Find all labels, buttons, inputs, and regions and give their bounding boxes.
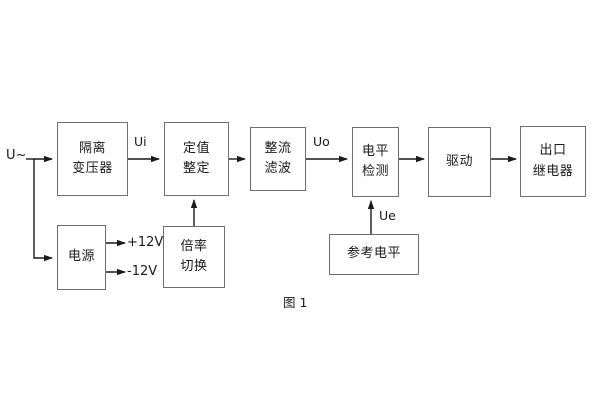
block-isolation-transformer[interactable]: 隔离 变压器 [57, 122, 128, 196]
signal-label-ui: Ui [134, 134, 147, 149]
figure-caption: 图 1 [283, 295, 308, 310]
block-power-supply[interactable]: 电源 [57, 225, 106, 290]
block-multiplier-switch[interactable]: 倍率 切换 [163, 226, 225, 288]
block-line: 继电器 [532, 163, 574, 179]
block-line: 定值 [182, 140, 210, 156]
block-level-detection[interactable]: 电平 检测 [352, 127, 399, 197]
block-line: 驱动 [445, 153, 473, 169]
block-line: 参考电平 [346, 246, 401, 262]
block-line: 整流 [264, 140, 292, 156]
block-reference-level[interactable]: 参考电平 [329, 234, 419, 275]
block-line: 整定 [182, 161, 210, 176]
block-line: 检测 [361, 164, 389, 179]
wire-input-branch-down [33, 159, 53, 262]
block-drive[interactable]: 驱动 [428, 127, 491, 197]
block-line: 变压器 [72, 161, 113, 176]
block-line: 滤波 [264, 161, 292, 176]
block-line: 出口 [539, 143, 567, 159]
block-line: 电源 [67, 249, 95, 265]
block-setpoint-setting[interactable]: 定值 整定 [164, 122, 229, 196]
rail-label-positive: +12V [127, 235, 164, 250]
block-line: 倍率 [180, 238, 208, 254]
rail-label-negative: -12V [127, 264, 158, 279]
block-line: 切换 [180, 259, 208, 274]
block-output-relay[interactable]: 出口 继电器 [520, 126, 586, 197]
signal-label-uo: Uo [313, 134, 330, 149]
block-line: 电平 [361, 143, 389, 159]
signal-label-ue: Ue [379, 208, 396, 223]
input-voltage-label: U~ [6, 148, 27, 163]
block-rectify-filter[interactable]: 整流 滤波 [250, 127, 306, 191]
block-line: 隔离 [78, 140, 106, 156]
